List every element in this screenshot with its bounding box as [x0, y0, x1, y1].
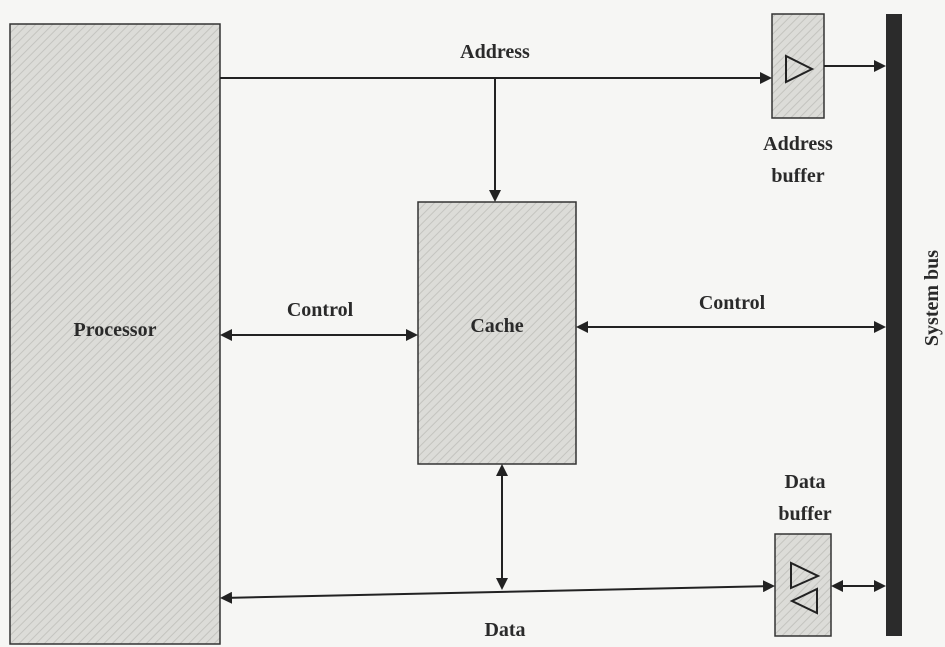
data-label: Data	[484, 619, 526, 641]
processor-label: Processor	[73, 319, 157, 341]
processor-block	[9, 23, 221, 645]
address-buffer-label-line2: buffer	[771, 165, 825, 187]
control-right-label: Control	[698, 292, 766, 314]
data-buffer-label-line1: Data	[784, 471, 826, 493]
control-left-label: Control	[286, 299, 354, 321]
cache-block	[417, 201, 577, 465]
address-label: Address	[460, 41, 530, 63]
data-buffer-left-triangle-icon	[789, 587, 818, 615]
data-buffer-block	[774, 533, 832, 637]
data-buffer-label-line2: buffer	[778, 503, 832, 525]
system-bus-label: System bus	[921, 249, 943, 347]
address-buffer-triangle-icon	[785, 54, 815, 84]
cache-label: Cache	[470, 315, 524, 337]
system-bus-bar	[886, 14, 902, 636]
address-buffer-block	[771, 13, 825, 119]
address-buffer-label-line1: Address	[763, 133, 833, 155]
data-buffer-right-triangle-icon	[790, 561, 821, 590]
data-line	[220, 580, 775, 604]
